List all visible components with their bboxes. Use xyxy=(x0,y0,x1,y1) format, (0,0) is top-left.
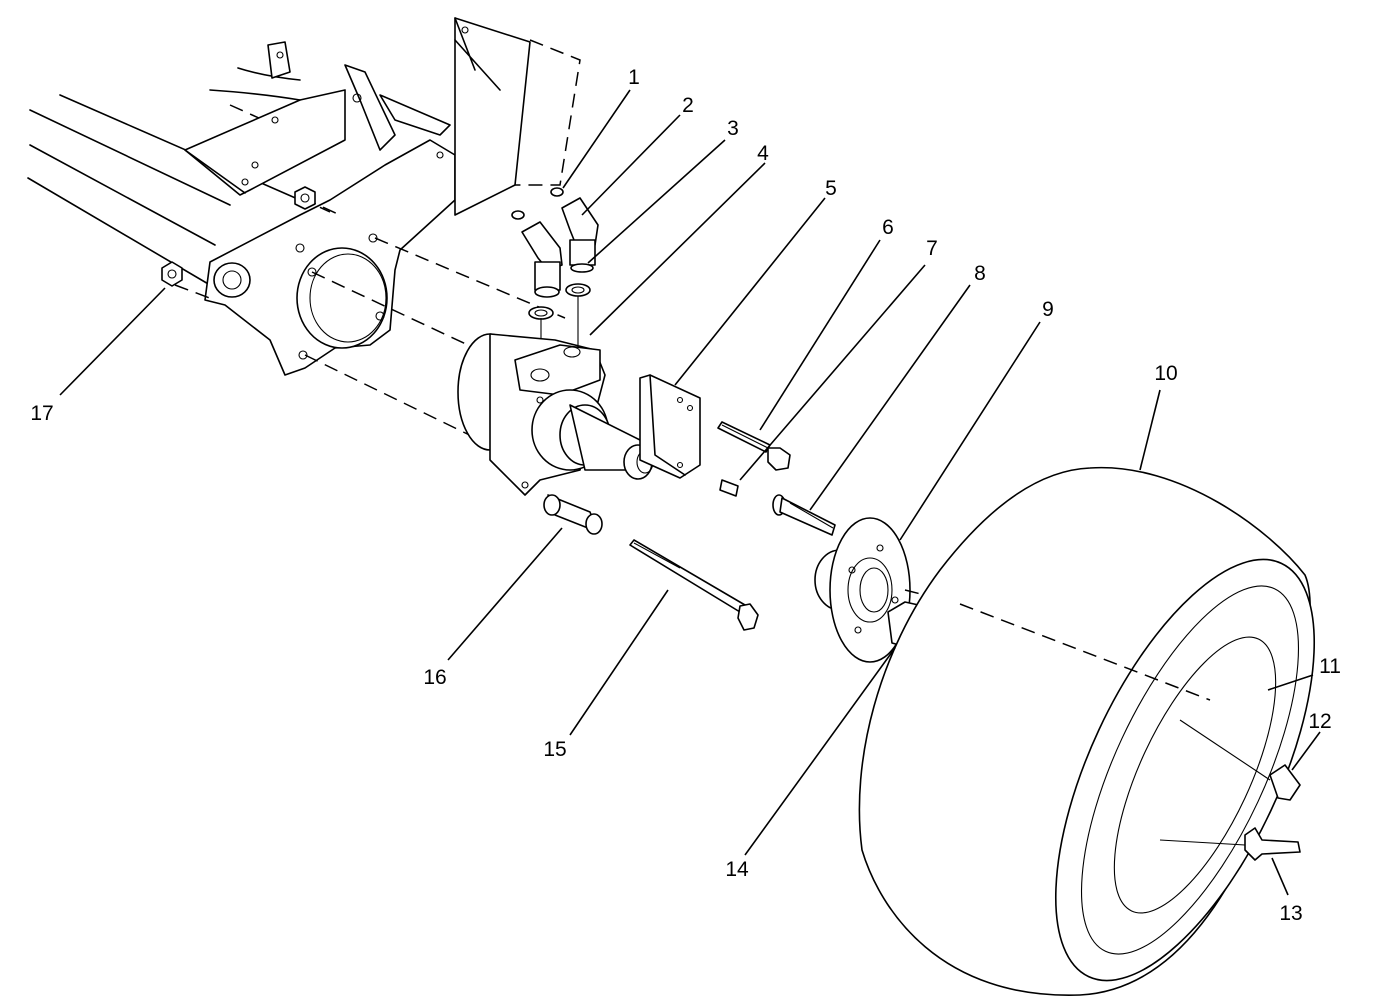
callout-4: 4 xyxy=(757,142,769,165)
callout-8: 8 xyxy=(974,262,986,285)
bolt-15 xyxy=(629,539,759,631)
bracket-5 xyxy=(639,374,701,479)
callout-6: 6 xyxy=(882,216,894,239)
hydraulic-motor xyxy=(457,333,654,496)
callout-labels: 1 2 3 4 5 6 7 8 9 10 11 12 13 14 15 16 1… xyxy=(30,66,1341,925)
bolt-6 xyxy=(717,421,791,471)
valve-cap-12 xyxy=(1269,764,1301,801)
tire-10 xyxy=(858,466,1316,996)
callout-17: 17 xyxy=(30,402,53,425)
nut-17 xyxy=(161,261,183,287)
callout-3: 3 xyxy=(727,117,739,140)
callout-14: 14 xyxy=(725,858,749,881)
key-7 xyxy=(719,479,739,497)
stud-8 xyxy=(772,494,836,536)
callout-7: 7 xyxy=(926,237,938,260)
hydraulic-fittings xyxy=(511,187,599,372)
callout-15: 15 xyxy=(543,738,566,761)
callout-2: 2 xyxy=(682,94,694,117)
callout-9: 9 xyxy=(1042,298,1054,321)
callout-16: 16 xyxy=(423,666,446,689)
valve-stem-13 xyxy=(1159,719,1301,861)
callout-11: 11 xyxy=(1319,655,1341,678)
callout-10: 10 xyxy=(1154,362,1177,385)
callout-13: 13 xyxy=(1279,902,1302,925)
leader-lines xyxy=(59,89,1321,896)
callout-12: 12 xyxy=(1308,710,1331,733)
spacer-16 xyxy=(543,494,603,535)
upper-nut xyxy=(294,186,316,210)
callout-1: 1 xyxy=(628,66,640,89)
frame-assembly xyxy=(27,17,581,446)
callout-5: 5 xyxy=(825,177,837,200)
